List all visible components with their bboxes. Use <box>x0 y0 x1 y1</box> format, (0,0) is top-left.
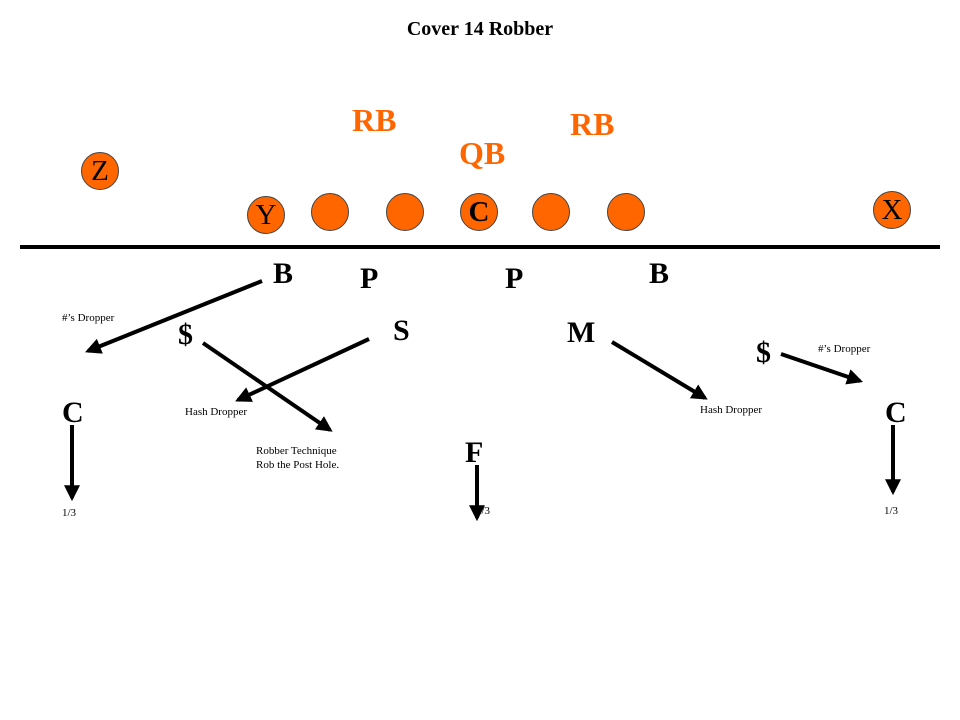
third-left-note: 1/3 <box>62 507 77 519</box>
defender-c-right: C <box>885 396 907 429</box>
defender-m: M <box>567 316 596 349</box>
dropper-left-note: #’s Dropper <box>62 312 115 324</box>
third-right-note: 1/3 <box>884 505 899 517</box>
dropper-right-note: #’s Dropper <box>818 343 871 355</box>
lineman-left-tackle <box>311 193 349 231</box>
arrow-b-to-numbers-dropper <box>85 279 263 354</box>
robber-note-line1: Robber Technique <box>256 445 337 457</box>
rb-left-label: RB <box>352 102 397 138</box>
defender-dollar-right: $ <box>756 336 771 369</box>
player-x-label: X <box>881 193 903 226</box>
hash-dropper-right-note: Hash Dropper <box>700 404 763 416</box>
defender-f: F <box>465 436 484 469</box>
line-of-scrimmage <box>20 245 940 249</box>
defender-b-left: B <box>273 257 294 290</box>
player-center: C <box>460 193 498 231</box>
player-z: Z <box>81 152 119 190</box>
player-y: Y <box>247 196 285 234</box>
player-x: X <box>873 191 911 229</box>
lineman-left-guard <box>386 193 424 231</box>
robber-note: Robber Technique Rob the Post Hole. <box>256 444 339 473</box>
defender-b-right: B <box>649 257 670 290</box>
lineman-right-tackle <box>607 193 645 231</box>
defender-p-left: P <box>360 262 379 295</box>
arrow-dollar-to-numbers-dropper <box>780 352 864 385</box>
defender-s: S <box>393 314 410 347</box>
defender-p-right: P <box>505 262 524 295</box>
arrow-s-to-hash-dropper <box>235 337 370 402</box>
defender-c-left: C <box>62 396 84 429</box>
player-y-label: Y <box>255 198 277 231</box>
hash-dropper-left-note: Hash Dropper <box>185 406 248 418</box>
player-z-label: Z <box>91 154 109 187</box>
page-title: Cover 14 Robber <box>406 18 554 40</box>
robber-note-line2: Rob the Post Hole. <box>256 459 340 472</box>
defender-dollar-left: $ <box>178 318 193 351</box>
qb-label: QB <box>459 135 506 171</box>
arrow-m-to-hash-dropper <box>610 340 708 400</box>
lineman-right-guard <box>532 193 570 231</box>
rb-right-label: RB <box>570 106 615 142</box>
player-center-label: C <box>468 195 490 228</box>
